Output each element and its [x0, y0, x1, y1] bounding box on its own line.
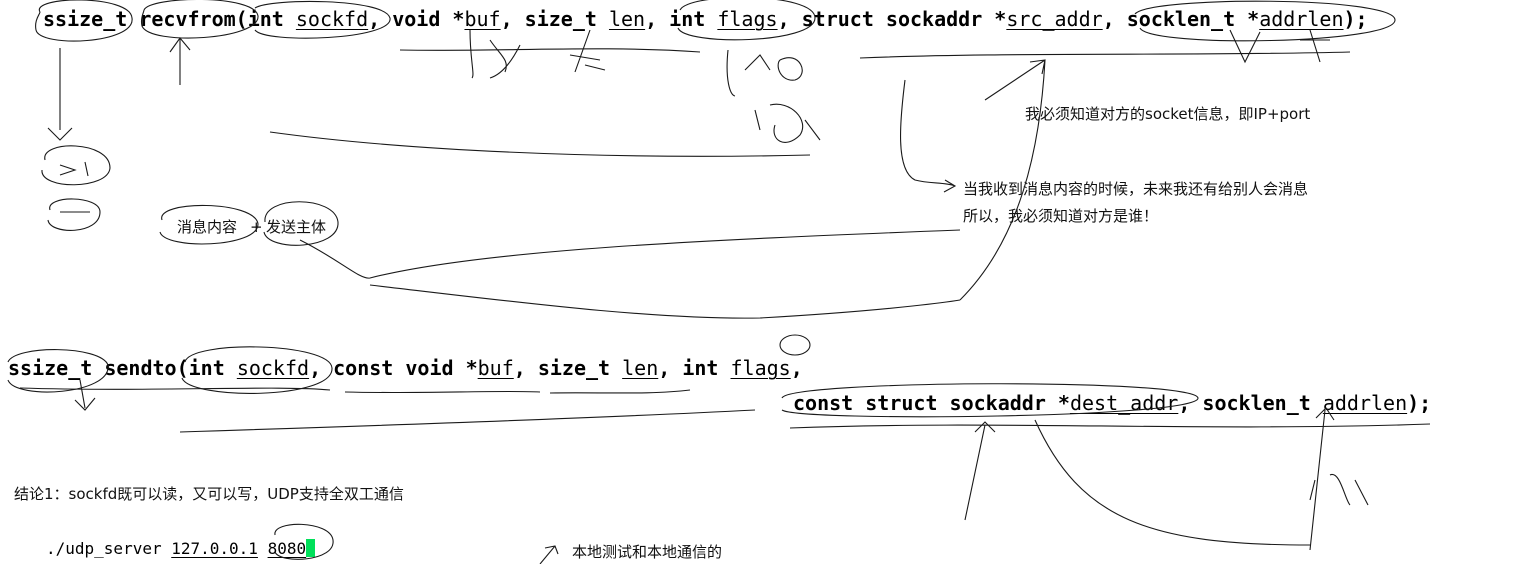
note-local-test: 本地测试和本地通信的	[572, 543, 723, 561]
note-sender: 发送主体	[266, 218, 327, 236]
ink-scribble-left1	[41, 145, 111, 186]
recvfrom-param-buf: buf	[464, 7, 501, 31]
ink-scribble-io	[726, 49, 803, 97]
recvfrom-param-flags: flags	[717, 7, 778, 31]
command-ip: 127.0.0.1	[171, 539, 258, 558]
recvfrom-param-len: len	[608, 7, 646, 31]
recvfrom-param-sockfd: sockfd	[295, 7, 369, 31]
ink-arrow-dest	[964, 421, 996, 521]
command-port: 8080	[267, 539, 307, 558]
ink-arrow-addrlen2	[1309, 407, 1335, 551]
recvfrom-param-addrlen: addrlen	[1259, 7, 1344, 31]
recvfrom-function-name: recvfrom	[139, 7, 236, 31]
ink-scribble-left2	[47, 198, 101, 231]
ink-line-ssize-down	[47, 48, 73, 141]
note-receive-line2: 所以，我必须知道对方是谁！	[963, 207, 1159, 225]
recvfrom-param-src-addr: src_addr	[1006, 7, 1103, 31]
sendto-return-type: ssize_t	[8, 356, 93, 380]
ink-underline-sendto2	[789, 423, 1431, 429]
ink-small-circle	[779, 334, 811, 356]
note-receive-line1: 当我收到消息内容的时候，未来我还有给别人会消息	[963, 180, 1309, 198]
ink-hook-receive	[899, 79, 957, 193]
note-conclusion: 结论1：sockfd既可以读，又可以写，UDP支持全双工通信	[14, 485, 404, 503]
ink-underline-sendto-long	[179, 409, 756, 433]
ink-scribble-len	[569, 29, 606, 73]
note-message-content: 消息内容	[177, 218, 238, 236]
recvfrom-return-type: ssize_t	[43, 7, 128, 31]
sendto-param-dest-addr: dest_addr	[1069, 391, 1179, 415]
recvfrom-prototype: ssize_t recvfrom(int sockfd, void *buf, …	[43, 7, 1368, 31]
ink-arrows-addrlen	[1229, 29, 1330, 64]
ink-underline-long	[269, 131, 811, 157]
ink-arrow-local	[539, 545, 559, 564]
ink-curve-dest	[1034, 419, 1311, 546]
ink-scribble-in	[1309, 474, 1369, 506]
ink-scribble-yin	[754, 103, 821, 143]
sendto-param-buf: buf	[477, 356, 514, 380]
sendto-prototype-line1: ssize_t sendto(int sockfd, const void *b…	[8, 356, 803, 380]
note-plus: +	[250, 218, 263, 236]
ink-underline-recv-middle	[399, 48, 1351, 59]
note-socket-info: 我必须知道对方的socket信息，即IP+port	[1025, 105, 1311, 123]
command-line: ./udp_server 127.0.0.1 8080	[46, 539, 316, 559]
sendto-param-addrlen: addrlen	[1322, 391, 1408, 415]
sendto-param-flags: flags	[730, 356, 791, 380]
sendto-param-sockfd: sockfd	[236, 356, 310, 380]
ink-underline-sendto	[19, 387, 691, 394]
ink-scribble-buf1	[469, 29, 521, 79]
ink-curve-sender	[299, 229, 961, 279]
ink-sendto-ret-arrow	[74, 379, 96, 411]
sendto-param-len: len	[622, 356, 659, 380]
ink-arrow-recvfrom	[169, 37, 191, 85]
sendto-function-name: sendto	[104, 356, 177, 380]
ink-curve-bottom	[369, 284, 961, 319]
sendto-prototype-line2: const struct sockaddr *dest_addr, sockle…	[793, 391, 1432, 415]
text-cursor	[306, 539, 316, 557]
